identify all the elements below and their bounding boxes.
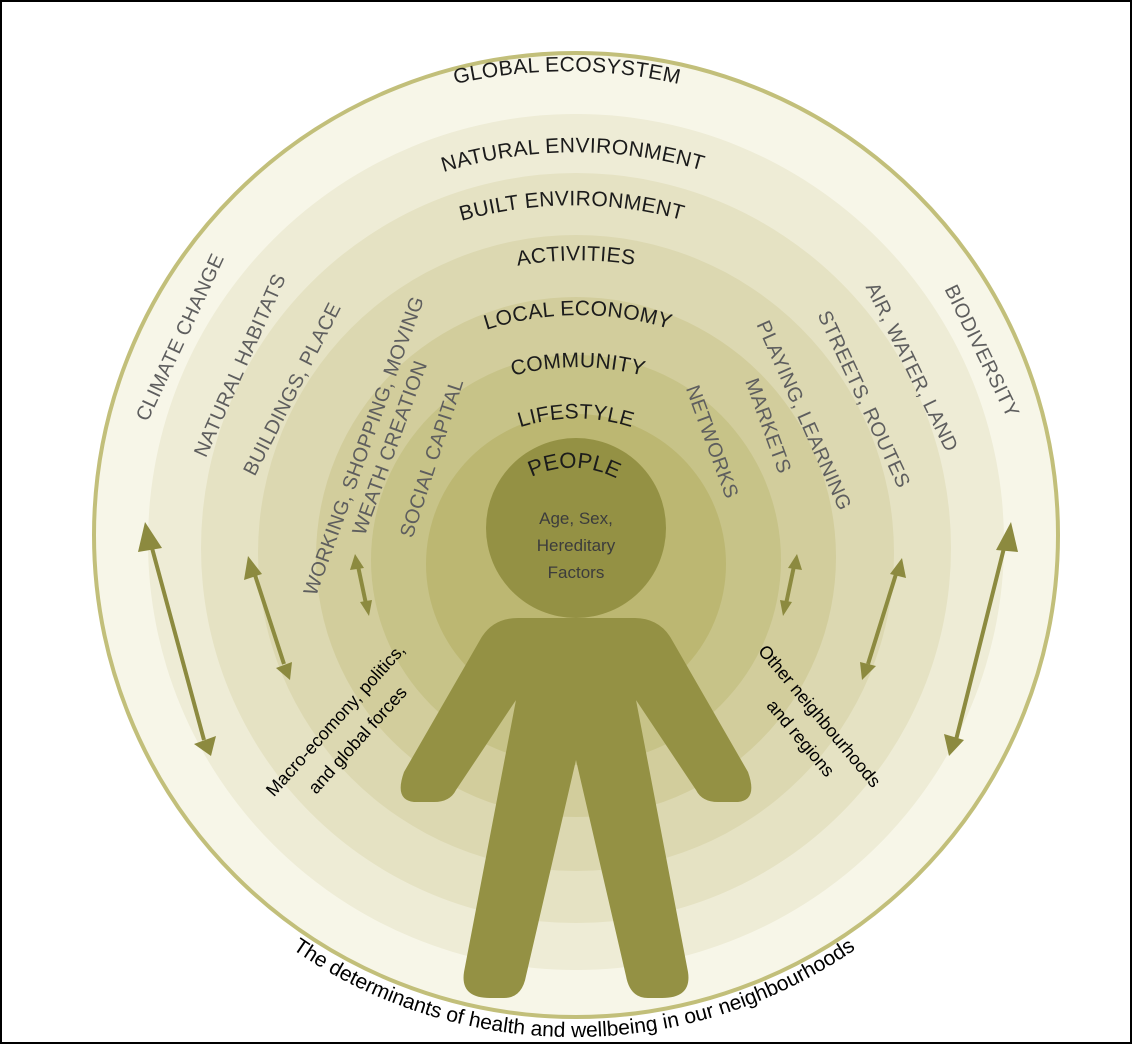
center-line-3: Factors xyxy=(548,563,605,582)
person-body xyxy=(400,618,752,998)
arrows xyxy=(138,522,1018,756)
double-arrow-icon-left-inner xyxy=(350,554,372,616)
person-head xyxy=(486,438,666,618)
center-line-2: Hereditary xyxy=(537,536,616,555)
double-arrow-icon-left-middle xyxy=(244,556,292,680)
double-arrow-icon-left-outer xyxy=(138,522,216,756)
double-arrow-icon-right-outer xyxy=(944,522,1018,756)
person-icon xyxy=(400,438,752,998)
double-arrow-icon-right-middle xyxy=(860,558,906,680)
center-line-1: Age, Sex, xyxy=(539,509,613,528)
double-arrow-icon-right-inner xyxy=(780,554,802,616)
